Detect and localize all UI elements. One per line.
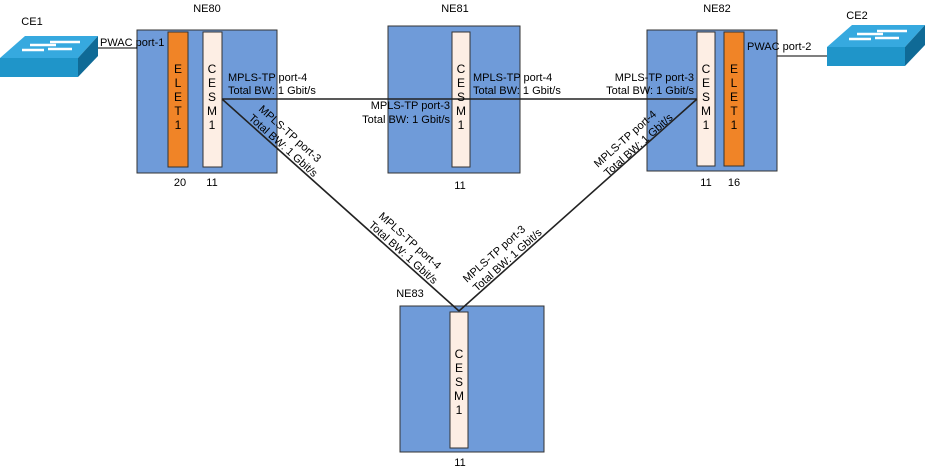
ne82-port3-bw: Total BW: 1 Gbit/s bbox=[606, 85, 694, 97]
cesm-card-letter: 1 bbox=[209, 118, 216, 132]
slot-label: 11 bbox=[454, 457, 465, 469]
slot-label: 11 bbox=[206, 177, 217, 189]
cesm-card-letter: C bbox=[455, 347, 464, 361]
cesm-card-letter: E bbox=[702, 76, 710, 90]
ce1-label: CE1 bbox=[21, 16, 42, 28]
pwac-port-2-label: PWAC port-2 bbox=[747, 41, 811, 53]
cesm-card-letter: 1 bbox=[703, 118, 710, 132]
slot-label: 20 bbox=[174, 177, 186, 189]
cesm-card-letter: S bbox=[702, 90, 710, 104]
elet-card-letter: T bbox=[174, 104, 182, 118]
elet-card-letter: L bbox=[731, 76, 738, 90]
ne81-port3-label: MPLS-TP port-3 bbox=[371, 100, 450, 112]
link-ne80-ne83 bbox=[221, 98, 460, 312]
ne80-port4-label: MPLS-TP port-4 bbox=[228, 72, 307, 84]
ne81-port4-bw: Total BW: 1 Gbit/s bbox=[473, 85, 561, 97]
cesm-card-letter: C bbox=[457, 62, 466, 76]
ne80-node[interactable] bbox=[136, 29, 278, 174]
ne83-node[interactable] bbox=[399, 305, 545, 453]
elet-card-letter: 1 bbox=[175, 118, 182, 132]
ce2-switch-icon[interactable] bbox=[827, 25, 925, 66]
cesm-card-letter: M bbox=[456, 104, 466, 118]
ce2-label: CE2 bbox=[846, 10, 867, 22]
cesm-card-letter: 1 bbox=[456, 403, 463, 417]
cesm-card-letter: S bbox=[455, 375, 463, 389]
ne81-label: NE81 bbox=[441, 3, 469, 15]
slot-label: 16 bbox=[728, 177, 740, 189]
elet-card-letter: T bbox=[730, 104, 738, 118]
elet-card-letter: E bbox=[730, 90, 738, 104]
ne81-port4-label: MPLS-TP port-4 bbox=[473, 72, 552, 84]
ne80-port4-bw: Total BW: 1 Gbit/s bbox=[228, 85, 316, 97]
ce1-switch-icon[interactable] bbox=[0, 36, 98, 77]
pwac-port-1-label: PWAC port-1 bbox=[100, 37, 164, 49]
cesm1-card[interactable] bbox=[449, 311, 469, 449]
ne82-port3-label: MPLS-TP port-3 bbox=[615, 72, 694, 84]
cesm-card-letter: C bbox=[702, 62, 711, 76]
link-ne83-ne82 bbox=[458, 98, 698, 312]
elet1-card[interactable] bbox=[167, 31, 189, 168]
cesm-card-letter: E bbox=[208, 76, 216, 90]
cesm-card-letter: M bbox=[207, 104, 217, 118]
elet1-card[interactable] bbox=[723, 31, 745, 167]
slot-label: 11 bbox=[700, 177, 711, 189]
elet-card-letter: 1 bbox=[731, 118, 738, 132]
ne82-label: NE82 bbox=[703, 3, 731, 15]
cesm-card-letter: E bbox=[455, 361, 463, 375]
cesm-card-letter: E bbox=[457, 76, 465, 90]
ne81-port3-bw: Total BW: 1 Gbit/s bbox=[362, 114, 450, 126]
cesm-card-letter: C bbox=[208, 62, 217, 76]
cesm-card-letter: S bbox=[208, 90, 216, 104]
cesm-card-letter: M bbox=[454, 389, 464, 403]
elet-card-letter: E bbox=[174, 62, 182, 76]
elet-card-letter: E bbox=[730, 62, 738, 76]
cesm-card-letter: S bbox=[457, 90, 465, 104]
cesm-card-letter: M bbox=[701, 104, 711, 118]
slot-label: 11 bbox=[454, 180, 465, 192]
elet-card-letter: L bbox=[175, 76, 182, 90]
cesm-card-letter: 1 bbox=[458, 118, 465, 132]
ne80-label: NE80 bbox=[193, 3, 221, 15]
ne82-node[interactable] bbox=[646, 29, 778, 172]
ne83-label: NE83 bbox=[396, 288, 424, 300]
elet-card-letter: E bbox=[174, 90, 182, 104]
